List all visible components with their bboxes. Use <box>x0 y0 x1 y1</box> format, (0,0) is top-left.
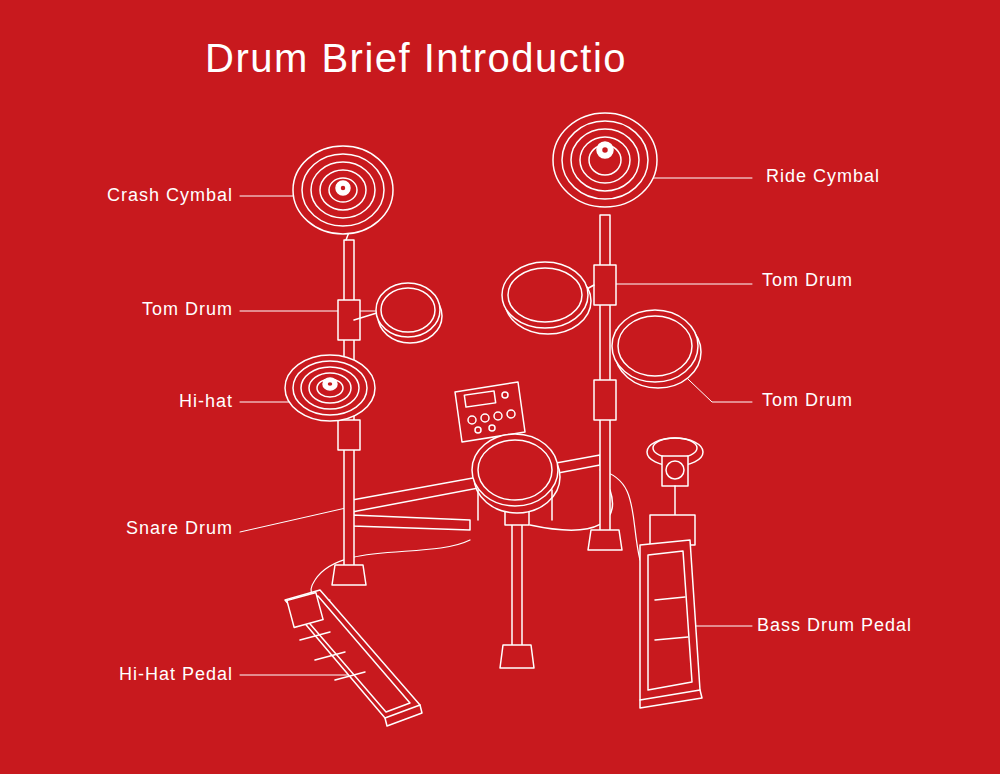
tom-pad <box>376 283 442 343</box>
hi-hat-cymbal <box>285 355 375 421</box>
crash-cymbal <box>293 146 393 234</box>
title: Drum Brief Introductio <box>205 34 627 82</box>
part-label: Hi-Hat Pedal <box>119 664 233 686</box>
bass-drum-pedal <box>640 438 703 708</box>
part-label: Tom Drum <box>762 270 853 292</box>
hi-hat-pedal <box>285 590 422 726</box>
part-label: Bass Drum Pedal <box>757 615 912 637</box>
rack-frame <box>332 200 630 668</box>
ride-cymbal <box>553 113 657 207</box>
part-label: Hi-hat <box>179 391 233 413</box>
snare-pad <box>472 434 560 520</box>
part-label: Tom Drum <box>142 299 233 321</box>
cable <box>311 540 470 600</box>
part-label: Ride Cymbal <box>766 166 880 188</box>
tom-pad <box>612 310 701 388</box>
part-label: Tom Drum <box>762 390 853 412</box>
tom-pad <box>502 262 591 334</box>
sound-module <box>455 382 525 442</box>
part-label: Crash Cymbal <box>107 185 233 207</box>
part-label: Snare Drum <box>126 518 233 540</box>
